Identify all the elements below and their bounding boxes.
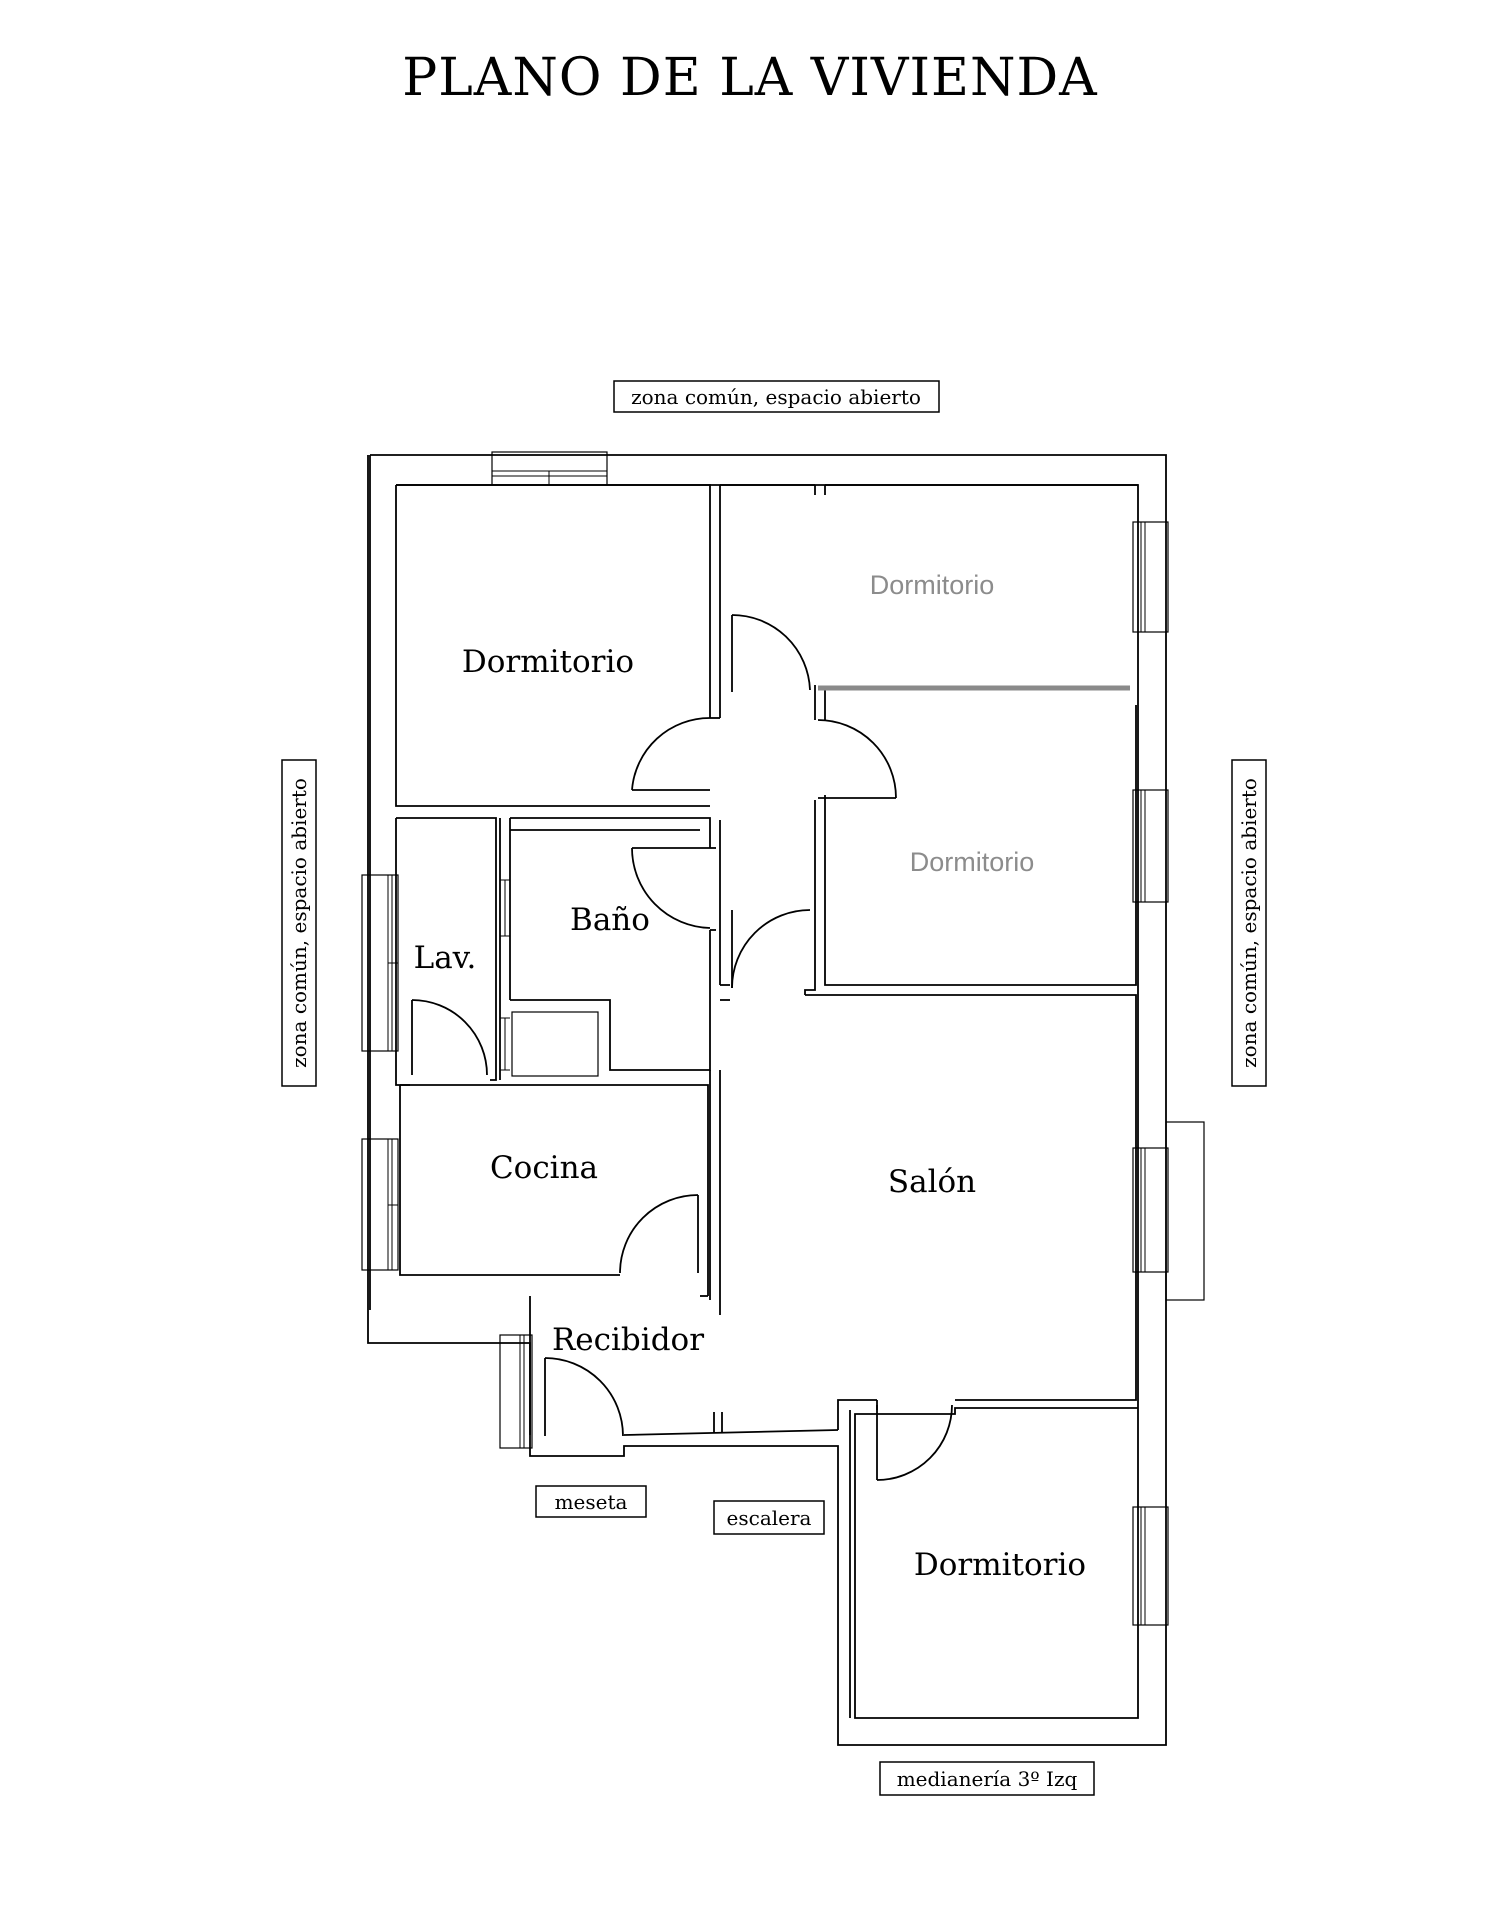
door-bano <box>631 847 711 929</box>
window-east-salon <box>1132 1121 1205 1301</box>
window-west-lav <box>361 874 399 1052</box>
corridor-walls <box>709 820 730 1315</box>
room-label-salon: Salón <box>888 1164 976 1200</box>
window-north <box>491 451 608 486</box>
label-top: zona común, espacio abierto <box>613 380 940 413</box>
label-left: zona común, espacio abierto <box>281 759 317 1087</box>
room-label-recibidor: Recibidor <box>552 1322 704 1358</box>
window-east-1 <box>1132 521 1169 633</box>
window-west-cocina <box>361 1138 399 1271</box>
room-dormitorio-e <box>804 705 1137 995</box>
label-meseta: meseta <box>535 1485 647 1518</box>
label-meseta-text: meseta <box>555 1490 628 1514</box>
door-lavadero <box>411 999 488 1076</box>
door-dormitorio-nw <box>731 614 811 692</box>
door-corridor-west <box>631 717 711 791</box>
room-label-dormitorio-nw: Dormitorio <box>462 644 634 680</box>
room-bano <box>499 817 716 1080</box>
window-recibidor <box>499 1334 533 1449</box>
page-title: PLANO DE LA VIVIENDA <box>402 48 1098 108</box>
door-corridor-salon <box>731 909 811 989</box>
room-cocina <box>399 1084 709 1297</box>
room-recibidor <box>529 1296 839 1436</box>
door-cocina <box>619 1194 699 1274</box>
room-label-bano: Baño <box>570 902 650 938</box>
door-dormitorio-e <box>817 719 897 799</box>
room-label-lavadero: Lav. <box>414 940 477 976</box>
door-entrada <box>544 1357 624 1437</box>
window-bano <box>500 879 510 1071</box>
exterior-wall <box>367 454 1167 1746</box>
label-left-text: zona común, espacio abierto <box>287 778 311 1068</box>
room-dormitorio-se <box>849 1400 878 1718</box>
label-escalera-text: escalera <box>727 1506 812 1530</box>
room-dormitorio-nw <box>395 484 720 807</box>
label-right: zona común, espacio abierto <box>1231 759 1267 1087</box>
window-east-3 <box>1132 1506 1169 1626</box>
label-escalera: escalera <box>713 1500 825 1535</box>
room-salon <box>805 994 1137 1430</box>
label-bottom: medianería 3º Izq <box>879 1761 1095 1796</box>
label-right-text: zona común, espacio abierto <box>1237 778 1261 1068</box>
room-label-cocina: Cocina <box>490 1150 598 1186</box>
label-top-text: zona común, espacio abierto <box>631 385 921 409</box>
room-label-dormitorio-ne: Dormitorio <box>870 570 995 600</box>
window-east-2 <box>1132 789 1169 903</box>
room-label-dormitorio-se: Dormitorio <box>914 1547 1086 1583</box>
room-dormitorio-ne <box>719 484 1138 720</box>
label-bottom-text: medianería 3º Izq <box>897 1767 1078 1791</box>
door-dormitorio-se <box>876 1404 953 1481</box>
room-label-dormitorio-e: Dormitorio <box>910 847 1035 877</box>
